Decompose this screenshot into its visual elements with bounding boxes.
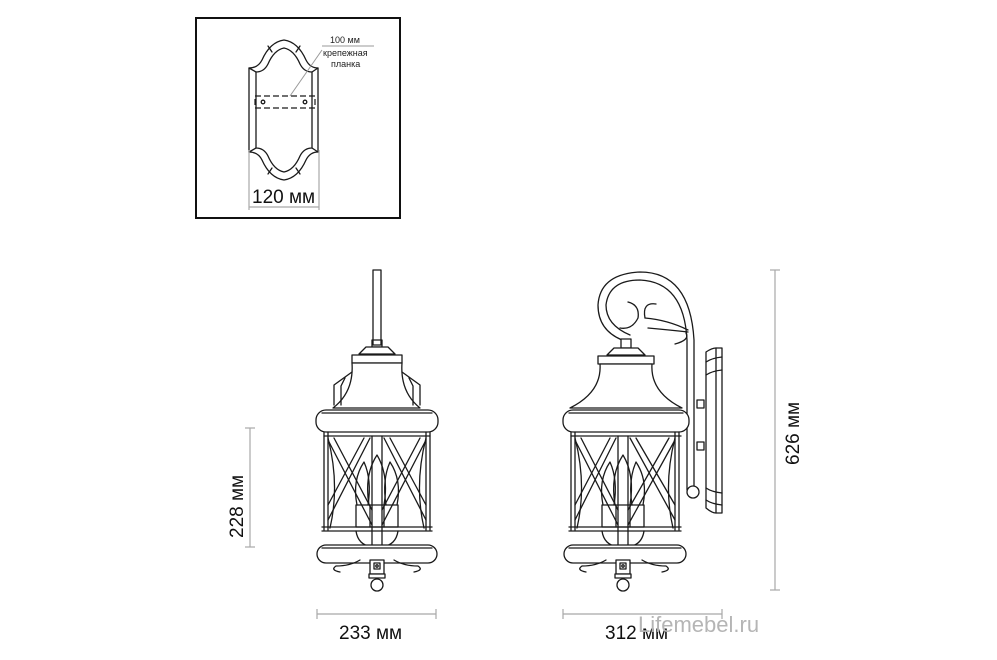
side-view-lantern	[562, 271, 723, 592]
candles	[354, 454, 400, 528]
bar-label-line1: крепежная	[323, 48, 368, 58]
watermark: Lifemebel.ru	[638, 612, 759, 637]
screw-hole-left	[260, 99, 266, 105]
side-width-dimension: 312 мм	[562, 609, 723, 644]
finial-ball	[616, 578, 630, 592]
inset-frame	[195, 17, 401, 219]
hanging-rod	[372, 269, 382, 346]
side-height-label: 626 мм	[783, 402, 804, 465]
screw-hole-right	[302, 99, 308, 105]
roof-bell	[569, 363, 683, 409]
plate-width-label: 120 мм	[252, 187, 315, 208]
front-height-dimension: 228 мм	[227, 427, 255, 548]
cap-top	[358, 346, 396, 355]
mounting-plate-inset: 100 мм крепежная планка 120 мм	[195, 17, 401, 219]
scroll-arm-outer	[597, 271, 695, 491]
front-width-label: 233 мм	[339, 623, 402, 644]
leader-line	[289, 49, 323, 97]
side-width-label: 312 мм	[605, 623, 668, 644]
scroll-arm-inner	[605, 279, 688, 491]
mounting-bar	[254, 95, 316, 109]
front-height-label: 228 мм	[227, 475, 248, 538]
roof-bell	[332, 362, 421, 409]
finial-ball	[370, 578, 384, 592]
bar-label-line2: планка	[331, 59, 360, 69]
cap-top	[606, 347, 646, 356]
front-width-dimension: 233 мм	[316, 609, 437, 644]
arm-end-ball	[686, 485, 700, 499]
roof-rim	[562, 409, 690, 433]
side-height-dimension: 626 мм	[770, 269, 804, 591]
roof-rim	[315, 409, 439, 433]
bar-size-label: 100 мм	[330, 35, 360, 45]
wall-plate	[705, 347, 723, 514]
front-view-lantern	[315, 269, 439, 592]
